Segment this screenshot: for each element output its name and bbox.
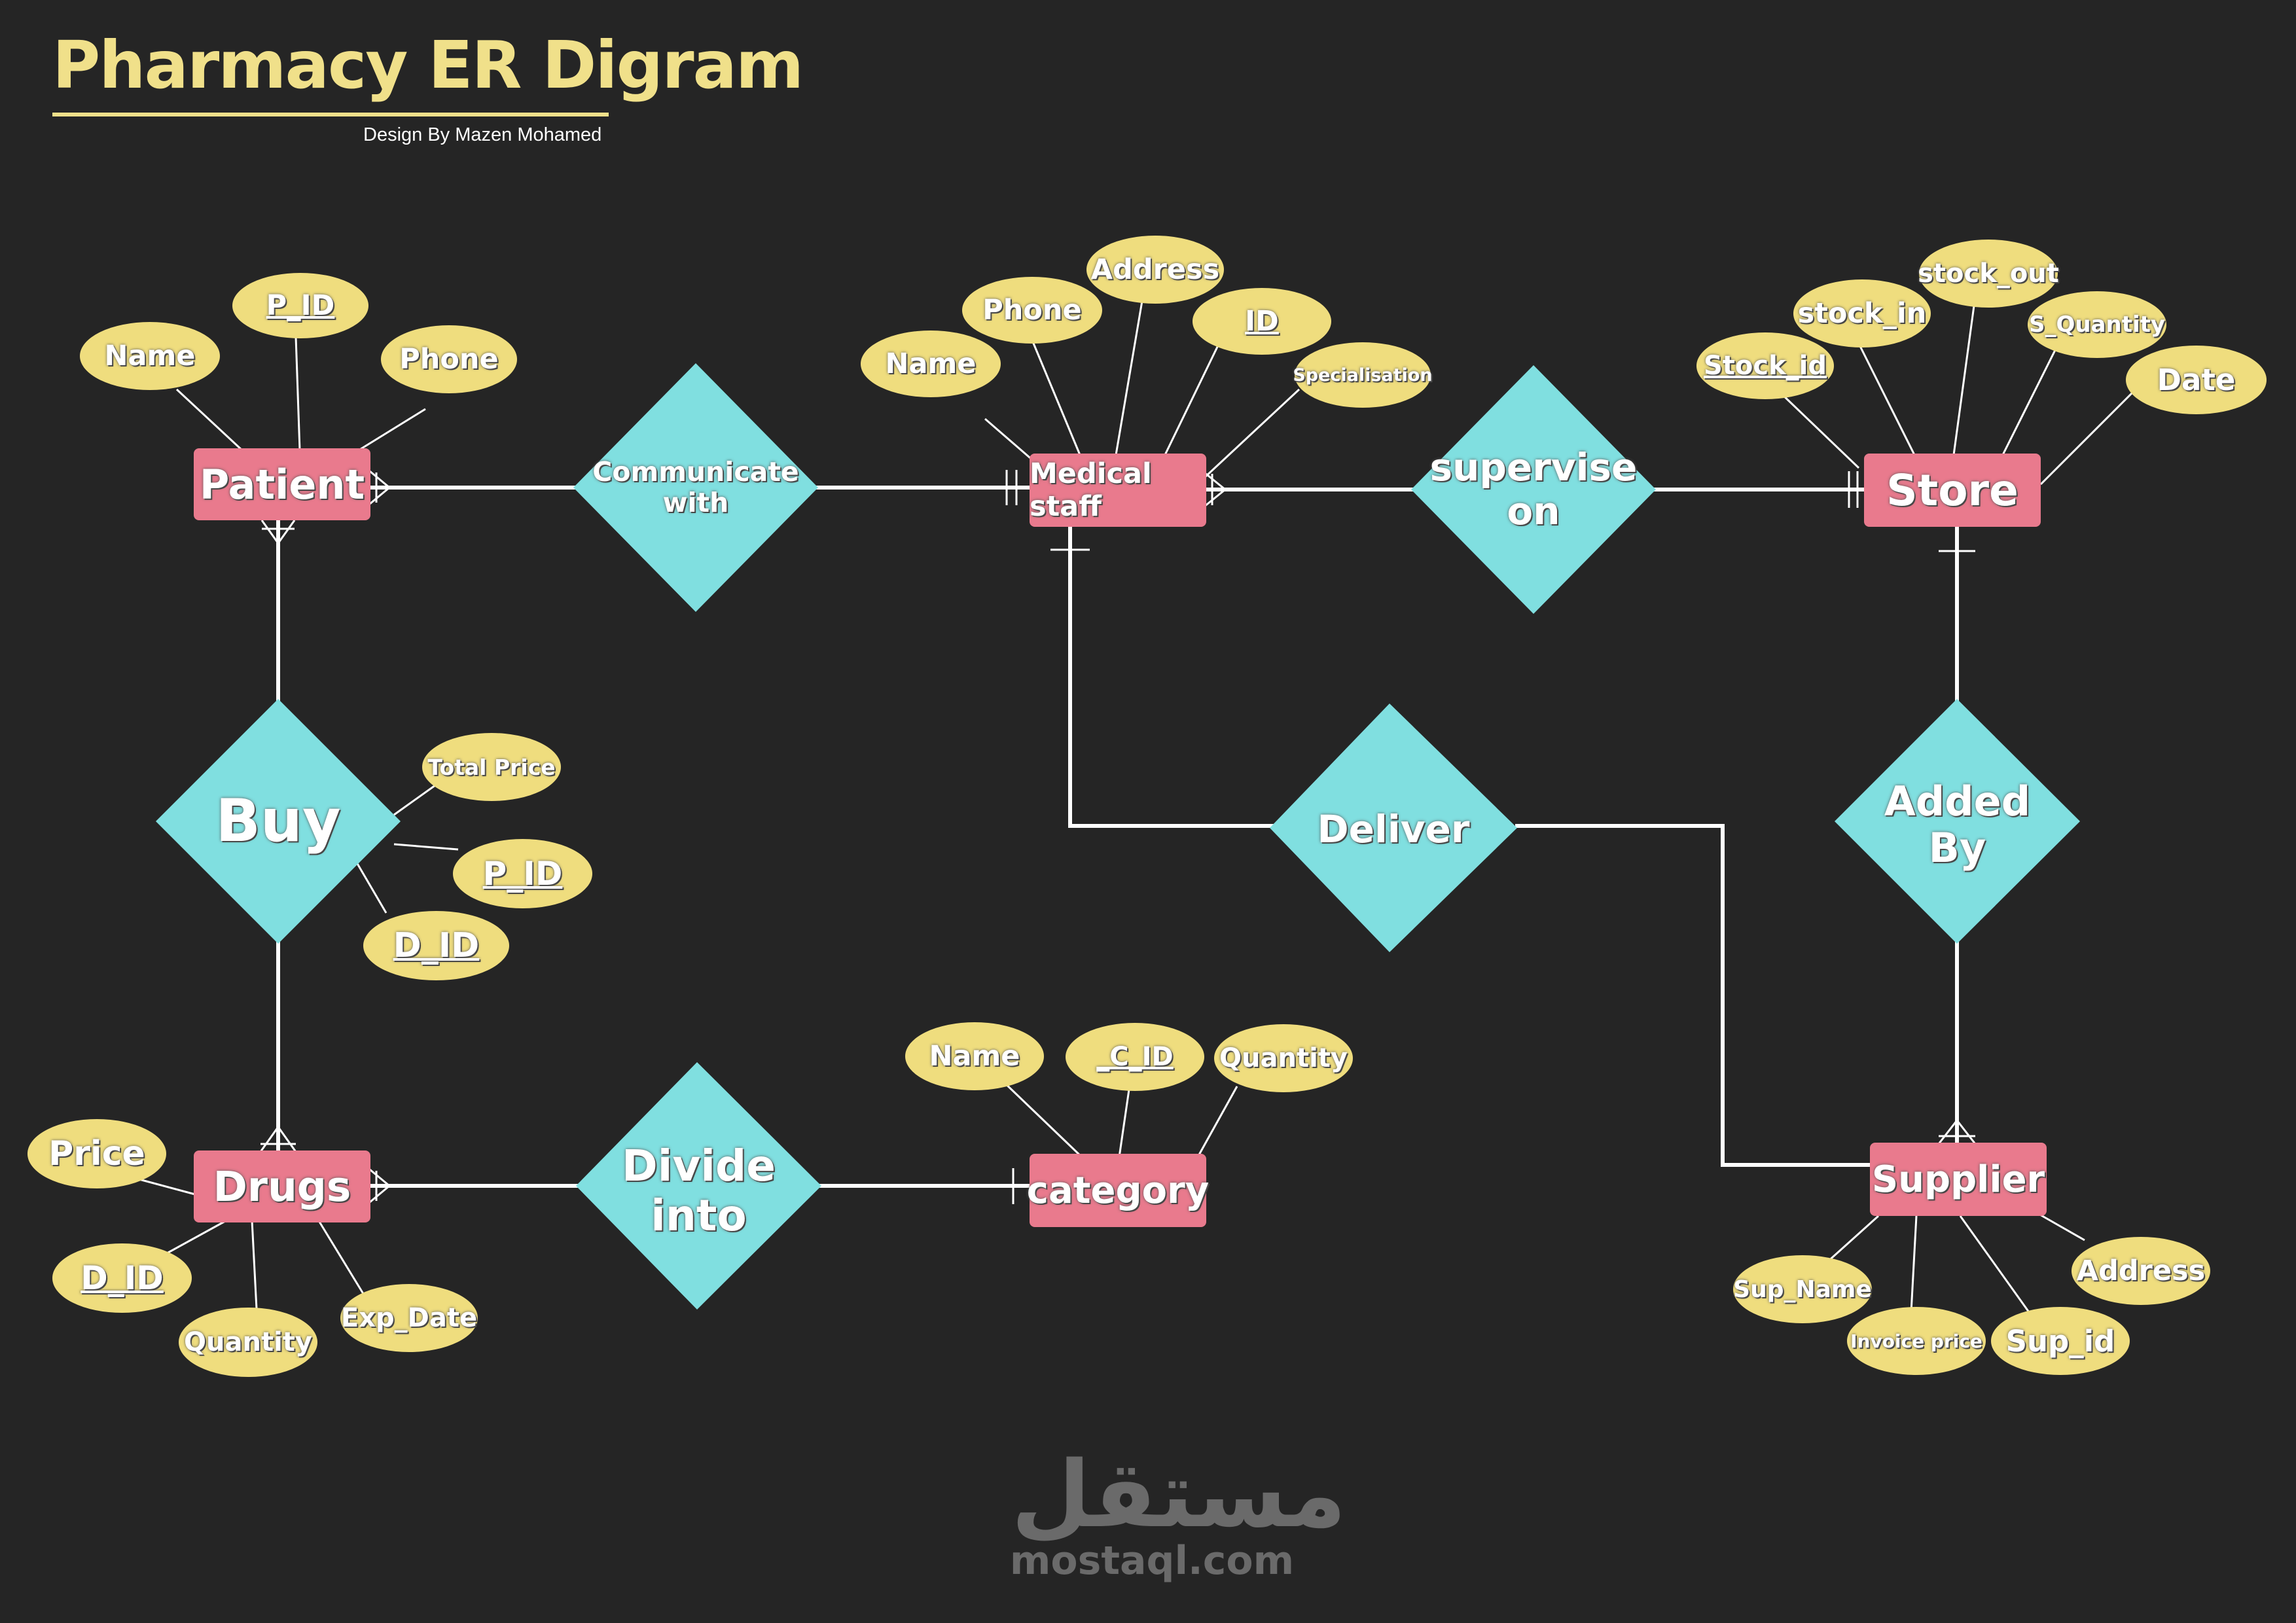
attr-drugs-exp-date: Exp_Date (340, 1284, 478, 1352)
title-underline (52, 113, 609, 116)
attr-staff-address: Address (1086, 236, 1224, 304)
attr-staff-phone: Phone (962, 277, 1102, 344)
watermark-url: mostaql.com (1009, 1538, 1295, 1584)
attr-buy-total-price: Total Price (422, 733, 561, 801)
communicate-with-diamond (573, 363, 818, 612)
attr-supplier-sup-name: Sup_Name (1733, 1255, 1872, 1323)
supervise-on-diamond (1411, 365, 1656, 614)
entity-medical-staff: Medical staff (1030, 454, 1206, 527)
entity-drugs: Drugs (194, 1150, 370, 1222)
attr-store-stock-in: stock_in (1793, 279, 1931, 348)
attr-patient-phone: Phone (381, 325, 517, 393)
rel-buy: Buy (215, 787, 341, 856)
watermark-logo-arabic: مستقل (1011, 1442, 1347, 1548)
entity-patient: Patient (194, 448, 370, 520)
entity-supplier: Supplier (1870, 1143, 2047, 1216)
cardinality-marks (259, 470, 1977, 1204)
relationship-shapes (156, 363, 2080, 1310)
attr-store-stock-out: stock_out (1918, 240, 2059, 308)
attr-store-s-quantity: S_Quantity (2028, 291, 2166, 358)
relationship-links (276, 486, 1959, 1188)
attr-store-date: Date (2126, 346, 2267, 414)
attr-buy-d-id: D_ID (363, 911, 509, 980)
attr-category-quantity: Quantity (1214, 1024, 1353, 1092)
attr-patient-p-id: P_ID (232, 273, 368, 338)
attr-buy-p-id: P_ID (453, 839, 592, 908)
added-by-diamond (1835, 699, 2080, 944)
entity-category: category (1027, 1154, 1209, 1227)
entity-store: Store (1864, 454, 2041, 527)
page-title: Pharmacy ER Digram (52, 27, 804, 103)
attr-category-name: Name (905, 1022, 1044, 1090)
buy-diamond (156, 699, 401, 944)
attr-drugs-d-id: D_ID (52, 1243, 192, 1313)
rel-deliver: Deliver (1317, 806, 1470, 851)
attr-patient-name: Name (80, 322, 220, 390)
page-subtitle: Design By Mazen Mohamed (363, 124, 602, 145)
attr-supplier-sup-id: Sup_id (1991, 1307, 2130, 1375)
attr-category-c-id: _C_ID (1066, 1023, 1204, 1091)
rel-supervise-on: supervise on (1429, 445, 1638, 533)
deliver-diamond (1270, 704, 1517, 952)
attr-supplier-invoice-price: Invoice price (1847, 1307, 1986, 1375)
attr-supplier-address: Address (2072, 1237, 2210, 1305)
rel-communicate-with: Communicate with (592, 455, 799, 518)
attr-staff-id: ID (1193, 288, 1331, 355)
rel-divide-into: Divide into (621, 1141, 776, 1241)
attribute-links (134, 300, 2140, 1313)
attr-store-stock-id: Stock_id (1696, 332, 1834, 399)
attr-staff-name: Name (861, 330, 1001, 397)
divide-into-diamond (576, 1062, 821, 1310)
attr-drugs-price: Price (27, 1119, 166, 1188)
rel-added-by: Added By (1884, 777, 2031, 872)
attr-staff-specialisation: Specialisation (1293, 342, 1433, 408)
attr-drugs-quantity: Quantity (179, 1308, 317, 1377)
